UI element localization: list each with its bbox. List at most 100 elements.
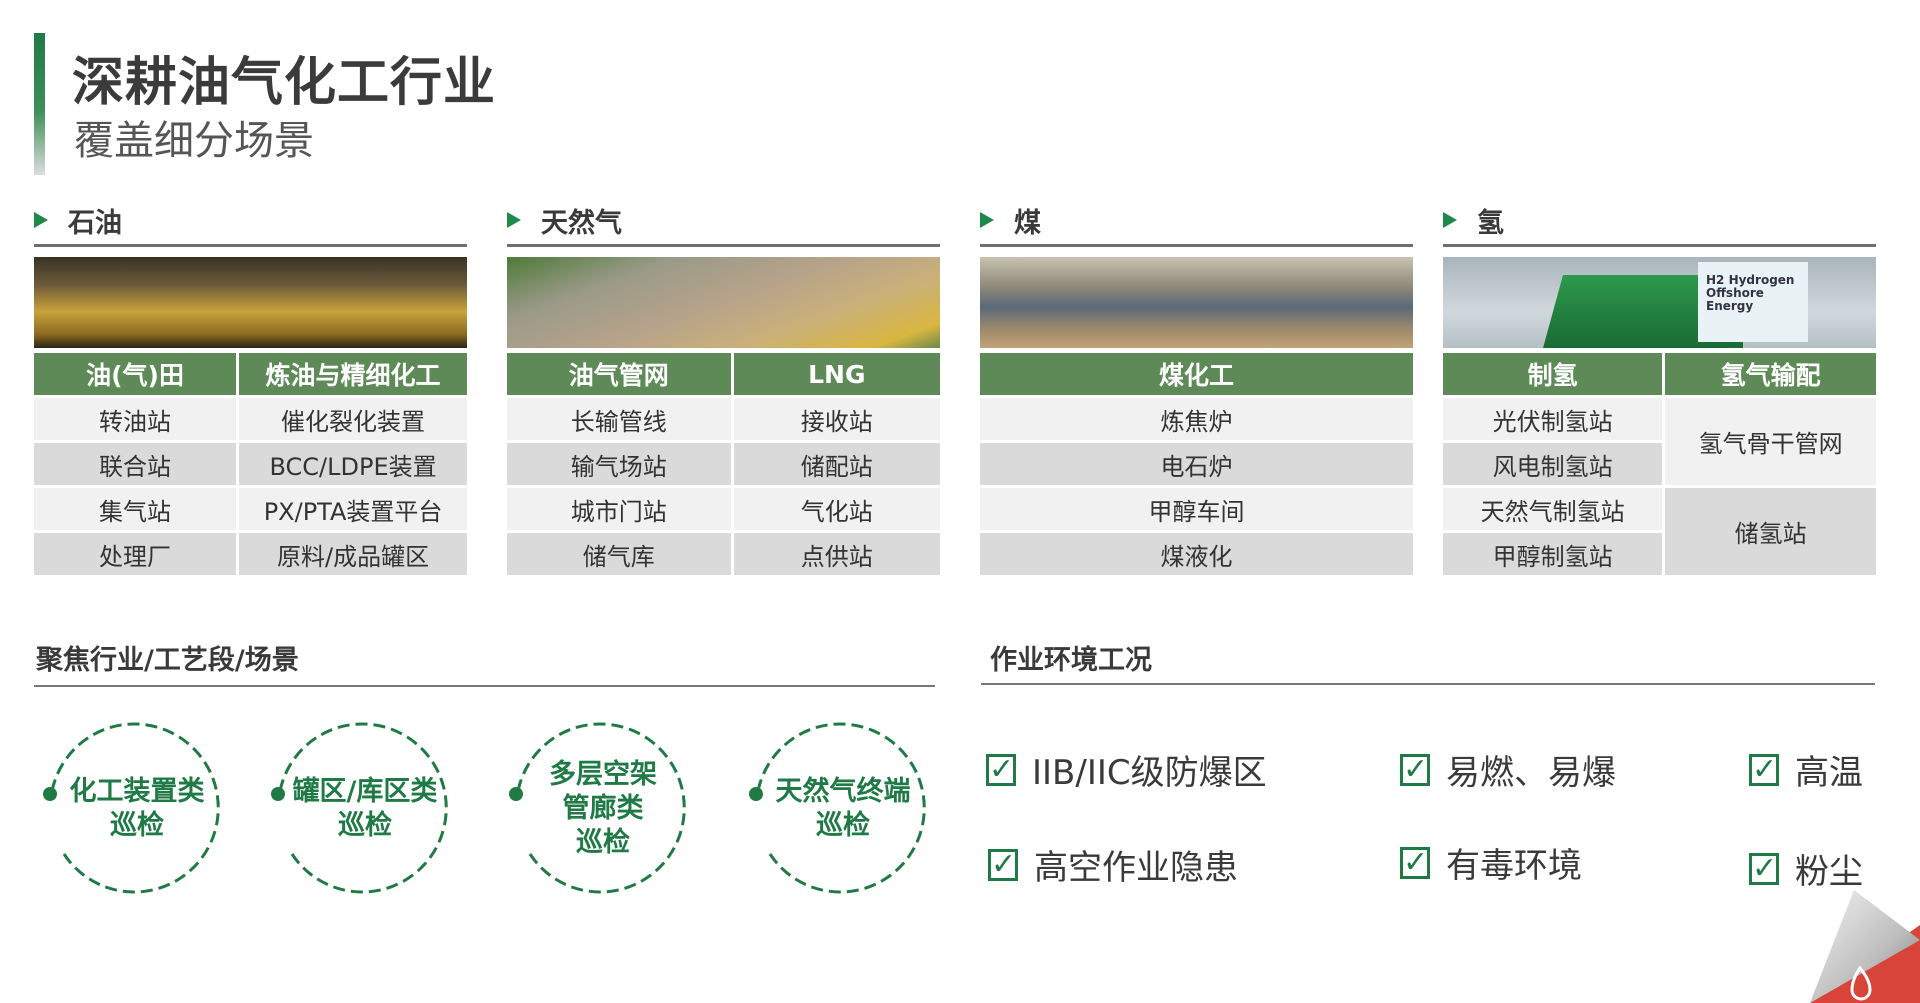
env-label: 有毒环境 <box>1446 846 1582 886</box>
section-title: 石油 <box>68 207 122 239</box>
section-title: 天然气 <box>541 207 622 239</box>
table-header: 制氢 <box>1443 353 1663 395</box>
divider <box>34 244 467 247</box>
table-row: 储气库点供站 <box>507 533 940 575</box>
table-header: LNG <box>733 353 940 395</box>
table-row: 转油站催化裂化装置 <box>34 398 467 440</box>
accent-bar <box>34 33 45 175</box>
table-cell: 长输管线 <box>507 398 731 440</box>
refinery-night-photo <box>34 257 467 348</box>
table-cell: 储气库 <box>507 533 731 575</box>
focus-title: 聚焦行业/工艺段/场景 <box>36 645 299 676</box>
page-subtitle: 覆盖细分场景 <box>74 118 314 164</box>
table-cell: 气化站 <box>733 488 940 530</box>
dashed-circle-icon <box>271 722 448 894</box>
env-item: ✓IIB/IIC级防爆区 <box>986 745 1267 794</box>
table-cell: 氢气骨干管网 <box>1665 398 1876 485</box>
table-cell: 天然气制氢站 <box>1443 488 1663 530</box>
table-cell: 煤液化 <box>980 533 1413 575</box>
table-row: 处理厂原料/成品罐区 <box>34 533 467 575</box>
hydrogen-sign: H2 Hydrogen Offshore Energy <box>1698 262 1808 342</box>
table-cell: 甲醇车间 <box>980 488 1413 530</box>
focus-label: 天然气终端 巡检 <box>775 776 911 841</box>
table-cell: 处理厂 <box>34 533 237 575</box>
gas-station-aerial-photo <box>507 257 940 348</box>
table-cell: 炼焦炉 <box>980 398 1413 440</box>
focus-item: 化工装置类 巡检 <box>40 716 226 902</box>
table-row: 长输管线接收站 <box>507 398 940 440</box>
section-coal: 煤 煤化工 炼焦炉 电石炉 甲醇车间 煤液化 <box>980 198 1413 578</box>
table-cell: 城市门站 <box>507 488 731 530</box>
table-cell: 催化裂化装置 <box>239 398 467 440</box>
checkbox-checked-icon: ✓ <box>1749 852 1779 885</box>
table-cell: 储氢站 <box>1665 488 1876 575</box>
table-cell: 集气站 <box>34 488 237 530</box>
divider <box>34 685 935 687</box>
page-curl-logo-icon <box>1810 890 1920 1003</box>
dashed-circle-icon <box>509 722 686 894</box>
focus-item: 罐区/库区类 巡检 <box>268 716 454 902</box>
checkbox-checked-icon: ✓ <box>986 753 1016 786</box>
checkbox-checked-icon: ✓ <box>1400 846 1430 879</box>
divider <box>981 683 1875 685</box>
triangle-icon <box>980 212 994 228</box>
env-title: 作业环境工况 <box>990 645 1152 676</box>
table-row: 城市门站气化站 <box>507 488 940 530</box>
table-row: 甲醇车间 <box>980 488 1413 530</box>
section-title: 煤 <box>1014 207 1041 239</box>
triangle-icon <box>34 212 48 228</box>
env-label: 高空作业隐患 <box>1034 848 1238 888</box>
table-cell: 转油站 <box>34 398 237 440</box>
focus-label: 化工装置类 巡检 <box>69 776 205 841</box>
hydrogen-table: 制氢氢气输配 光伏制氢站氢气骨干管网 风电制氢站 天然气制氢站储氢站 甲醇制氢站 <box>1440 350 1879 578</box>
hydrogen-plant-photo: H2 Hydrogen Offshore Energy <box>1443 257 1876 348</box>
env-item: ✓ 有毒环境 <box>1400 838 1582 887</box>
focus-item: 多层空架 管廊类 巡检 <box>506 716 692 902</box>
table-row: 炼焦炉 <box>980 398 1413 440</box>
env-item: ✓粉尘 <box>1749 844 1863 893</box>
section-title: 氢 <box>1477 207 1504 239</box>
table-header: 煤化工 <box>980 353 1413 395</box>
table-row: 输气场站储配站 <box>507 443 940 485</box>
table-cell: 储配站 <box>733 443 940 485</box>
table-cell: 点供站 <box>733 533 940 575</box>
section-hydrogen: 氢 H2 Hydrogen Offshore Energy 制氢氢气输配 光伏制… <box>1443 198 1876 578</box>
divider <box>507 244 940 247</box>
table-cell: 光伏制氢站 <box>1443 398 1663 440</box>
checkbox-checked-icon: ✓ <box>988 848 1018 881</box>
table-cell: 原料/成品罐区 <box>239 533 467 575</box>
focus-label: 多层空架 管廊类 巡检 <box>549 759 657 858</box>
env-item: ✓ 易燃、易爆 <box>1400 745 1616 794</box>
table-header: 氢气输配 <box>1665 353 1876 395</box>
table-header: 油气管网 <box>507 353 731 395</box>
table-cell: 联合站 <box>34 443 237 485</box>
table-row: 甲醇制氢站 <box>1443 533 1876 575</box>
dashed-circle-icon <box>43 722 220 894</box>
table-cell: 接收站 <box>733 398 940 440</box>
table-cell: 风电制氢站 <box>1443 443 1663 485</box>
page-title: 深耕油气化工行业 <box>72 53 497 113</box>
env-label: 高温 <box>1795 753 1863 793</box>
divider <box>1443 244 1876 247</box>
table-cell: BCC/LDPE装置 <box>239 443 467 485</box>
table-row: 煤液化 <box>980 533 1413 575</box>
triangle-icon <box>1443 212 1457 228</box>
table-row: 风电制氢站 <box>1443 443 1876 485</box>
coal-chemical-plant-photo <box>980 257 1413 348</box>
env-item: ✓高温 <box>1749 745 1863 794</box>
coal-table: 煤化工 炼焦炉 电石炉 甲醇车间 煤液化 <box>977 350 1416 578</box>
table-cell: PX/PTA装置平台 <box>239 488 467 530</box>
focus-item: 天然气终端 巡检 <box>746 716 932 902</box>
checkbox-checked-icon: ✓ <box>1400 753 1430 786</box>
table-header: 油(气)田 <box>34 353 237 395</box>
table-cell: 甲醇制氢站 <box>1443 533 1663 575</box>
focus-label: 罐区/库区类 巡检 <box>292 776 438 841</box>
env-label: 易燃、易爆 <box>1446 753 1616 793</box>
table-row: 光伏制氢站氢气骨干管网 <box>1443 398 1876 485</box>
